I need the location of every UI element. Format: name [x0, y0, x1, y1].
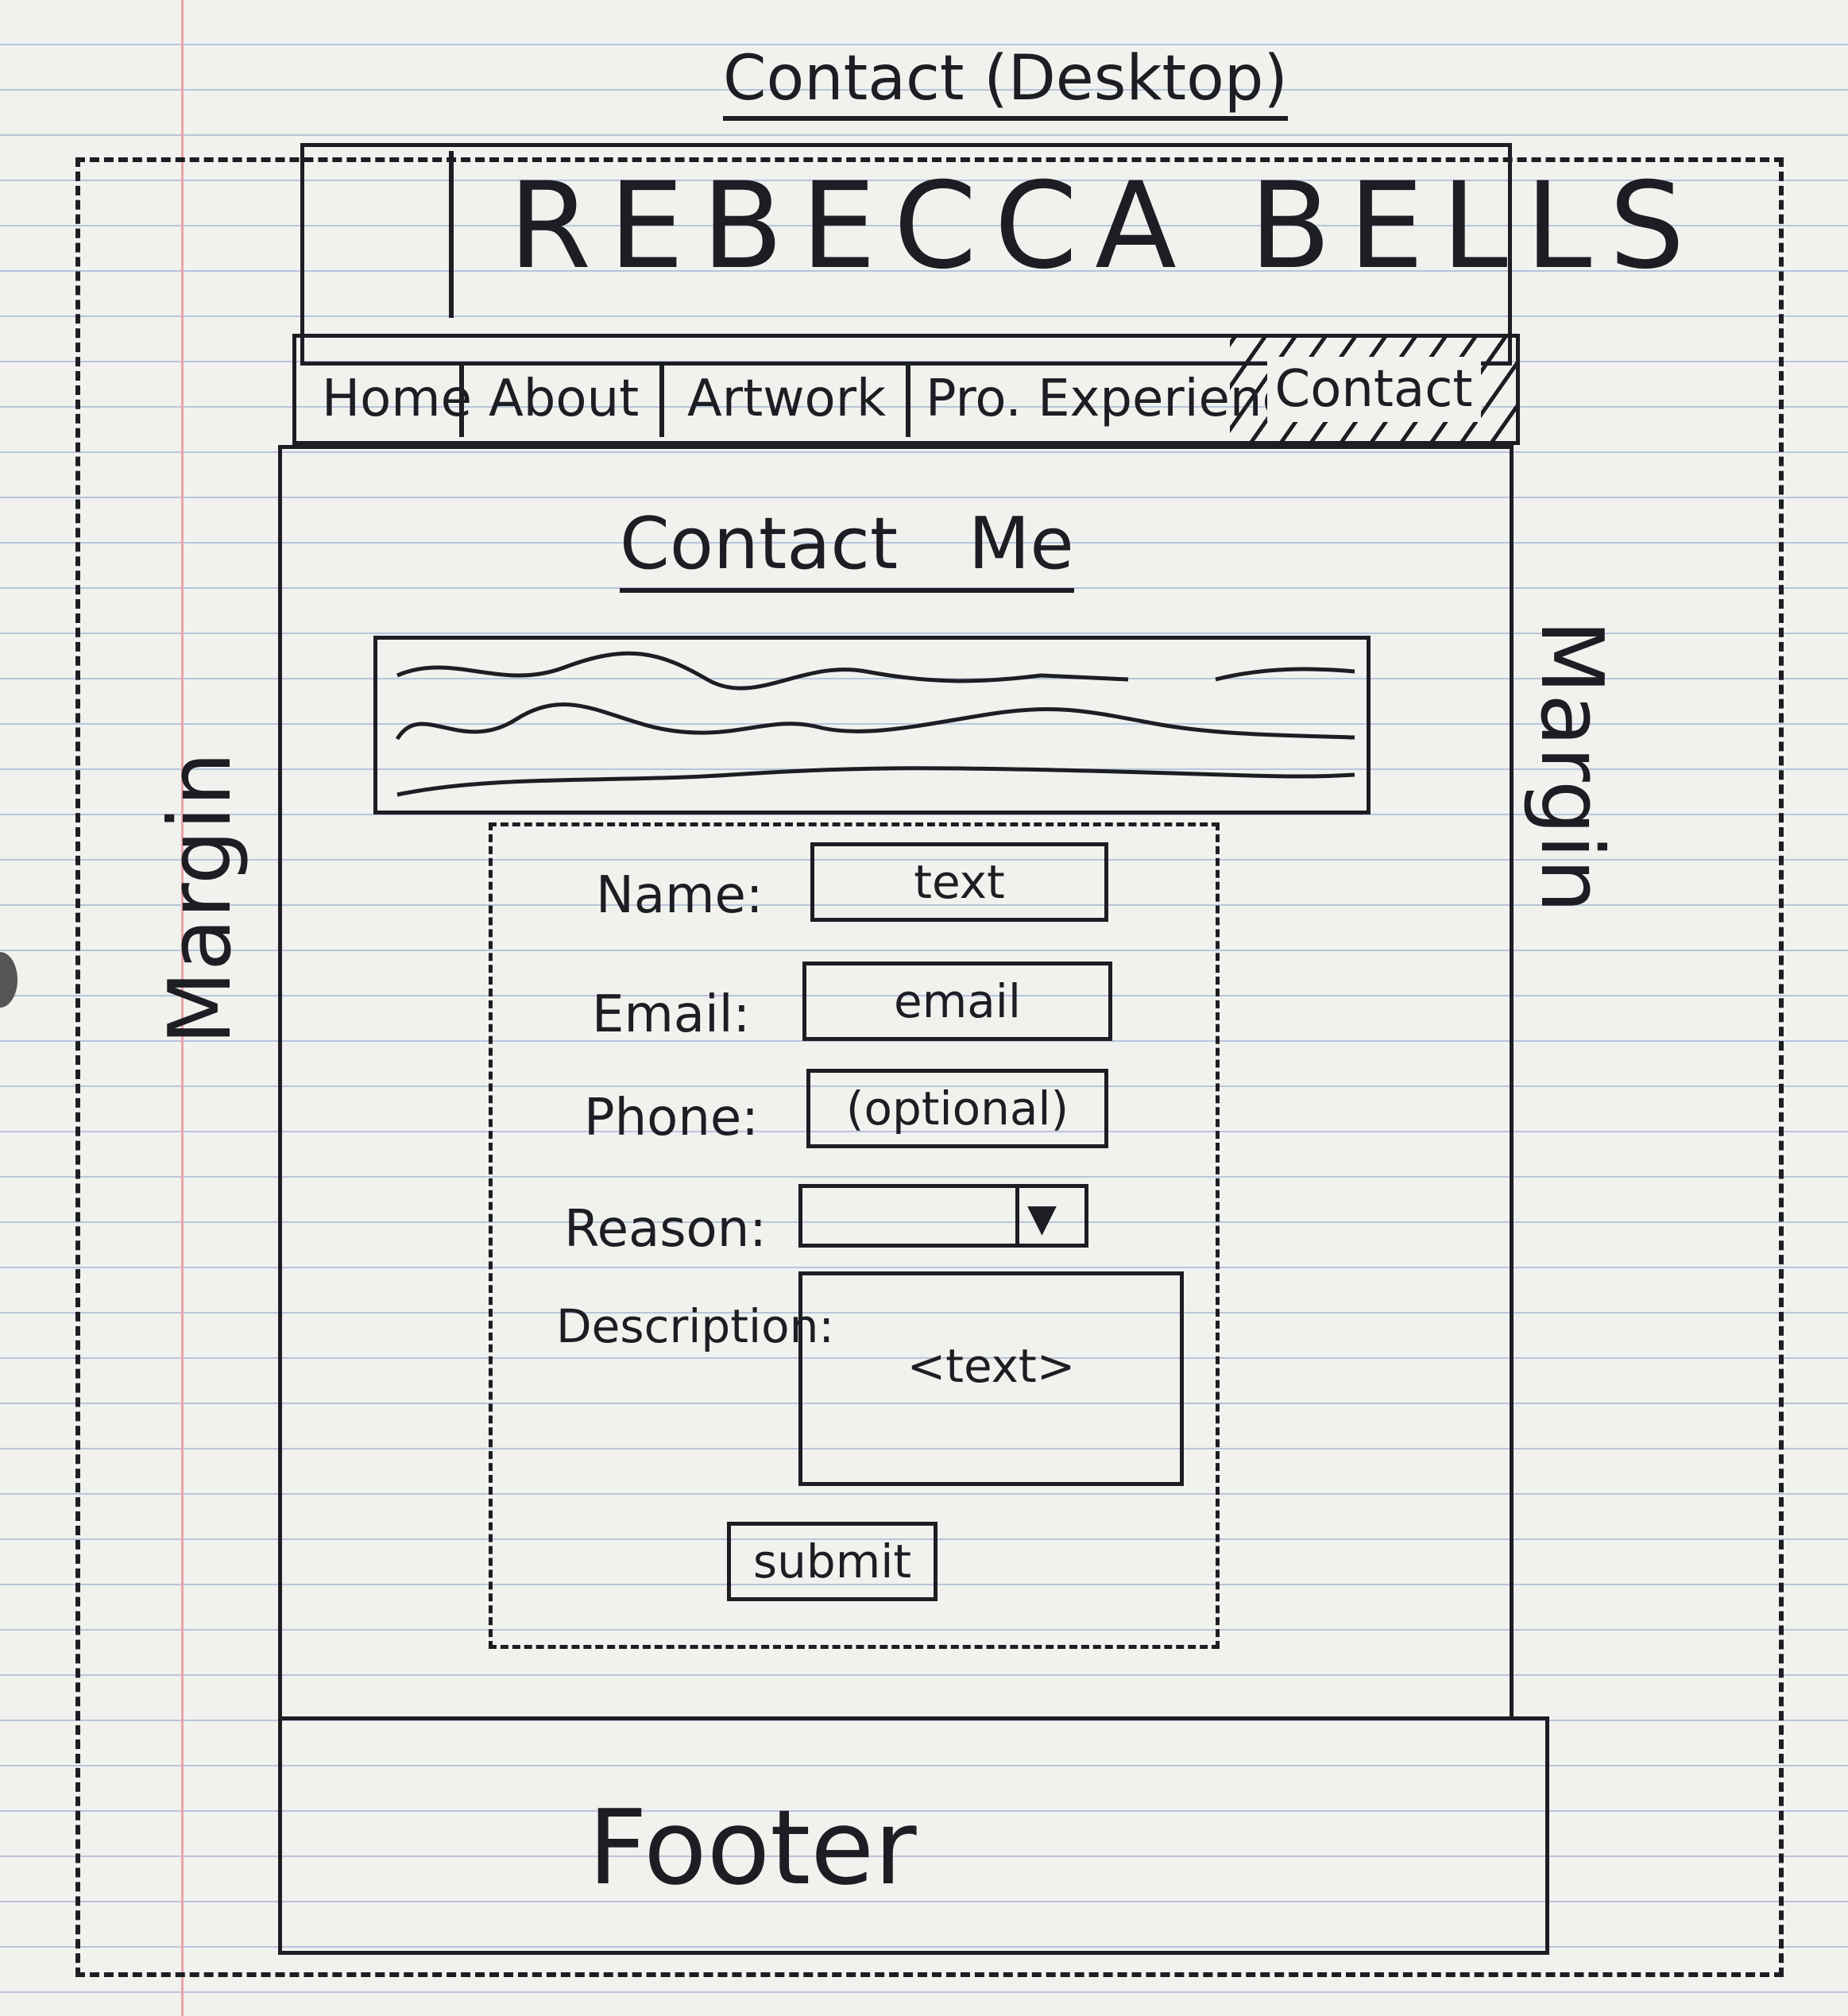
right-margin-label: Margin	[1521, 620, 1621, 913]
submit-button[interactable]: submit	[727, 1522, 938, 1601]
binder-hole	[0, 952, 17, 1008]
reason-select-divider	[1015, 1188, 1019, 1244]
name-input[interactable]: text	[810, 842, 1108, 922]
footer-label: Footer	[588, 1787, 917, 1908]
nav-separator	[906, 362, 910, 437]
nav-item-home[interactable]: Home	[322, 370, 472, 428]
nav-separator	[659, 362, 664, 437]
nav-bar	[292, 334, 1520, 445]
description-label: Description:	[556, 1299, 834, 1353]
left-margin-label: Margin	[151, 752, 250, 1045]
nav-item-about[interactable]: About	[489, 370, 640, 428]
chevron-down-icon[interactable]: ▼	[1027, 1196, 1057, 1240]
name-label: Name:	[596, 866, 764, 925]
email-label: Email:	[592, 985, 751, 1044]
phone-input[interactable]: (optional)	[806, 1069, 1108, 1148]
outer-margin-frame	[75, 157, 1784, 1977]
description-placeholder: <text>	[907, 1339, 1076, 1393]
logo-divider	[449, 151, 454, 318]
contact-heading: Contact Me	[620, 509, 1074, 593]
notebook-margin-line	[181, 0, 184, 2016]
email-input[interactable]: email	[802, 962, 1112, 1041]
page-title: Contact (Desktop)	[723, 48, 1288, 121]
scribbled-text-lines	[395, 651, 1355, 797]
intro-paragraph-box	[373, 636, 1371, 815]
description-textarea[interactable]: <text>	[798, 1271, 1184, 1486]
brand-title: REBECCA BELLS	[508, 157, 1703, 296]
reason-select[interactable]	[798, 1184, 1088, 1248]
nav-item-contact-label: Contact	[1266, 357, 1481, 422]
form-container	[489, 822, 1220, 1649]
nav-separator	[459, 362, 464, 437]
phone-label: Phone:	[584, 1089, 759, 1147]
reason-label: Reason:	[564, 1200, 767, 1259]
nav-item-artwork[interactable]: Artwork	[687, 370, 887, 428]
footer-box	[278, 1716, 1549, 1955]
nav-item-contact[interactable]: Contact	[1230, 334, 1517, 445]
